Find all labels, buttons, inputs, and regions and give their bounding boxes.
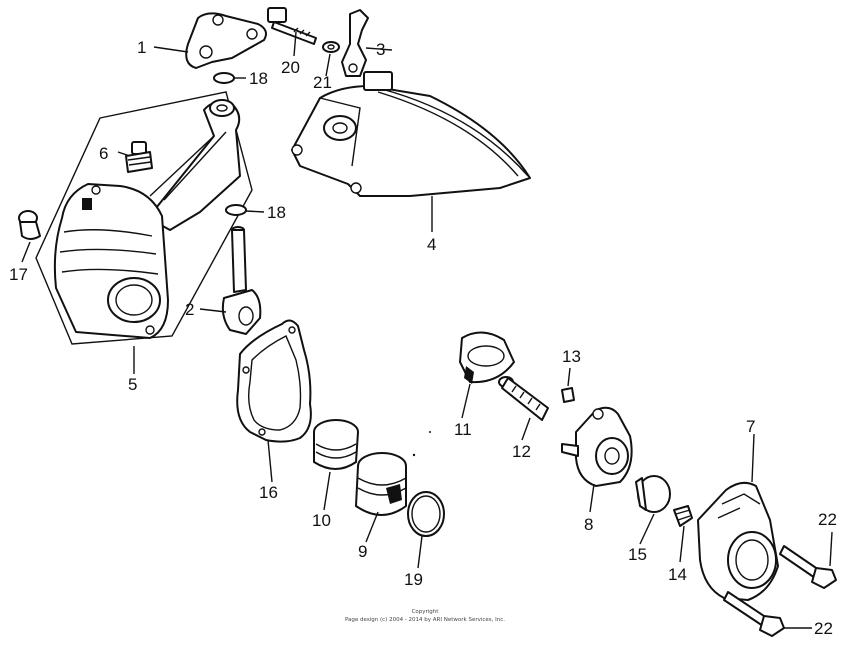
callout-5: 5 (128, 375, 137, 394)
part-17-plug (18, 210, 41, 240)
callout-22-lower: 22 (814, 619, 833, 638)
callout-15: 15 (628, 545, 647, 564)
callout-4: 4 (427, 235, 436, 254)
callout-21: 21 (313, 73, 332, 92)
callout-14: 14 (668, 565, 687, 584)
copyright-notice: Copyright Page design (c) 2004 - 2014 by… (345, 609, 505, 623)
callout-22-upper: 22 (818, 510, 837, 529)
stray-dot (429, 431, 431, 433)
part-5-housing (53, 99, 241, 339)
part-22-bolt-upper (779, 545, 837, 589)
part-19-seal-ring (407, 491, 445, 537)
callout-8: 8 (584, 515, 593, 534)
part-4-cover (291, 71, 531, 197)
callout-9: 9 (358, 542, 367, 561)
copyright-line-2: Page design (c) 2004 - 2014 by ARI Netwo… (345, 617, 505, 623)
part-22-bolt-lower (723, 591, 785, 637)
callout-17: 17 (9, 265, 28, 284)
callout-2: 2 (185, 300, 194, 319)
callout-7: 7 (746, 417, 755, 436)
part-1-bracket (185, 12, 267, 69)
part-14-bleeder (673, 505, 693, 527)
stray-dot (412, 453, 416, 457)
leader-lines (21, 31, 833, 629)
copyright-line-1: Copyright (412, 609, 440, 615)
callout-10: 10 (312, 511, 331, 530)
callout-12: 12 (512, 442, 531, 461)
callout-18-lower: 18 (267, 203, 286, 222)
callout-19: 19 (404, 570, 423, 589)
part-2-shaft (221, 226, 262, 335)
part-18-o-ring-lower (225, 204, 247, 216)
callout-1: 1 (137, 38, 146, 57)
part-6-fitting (125, 141, 153, 173)
part-21-washer (322, 41, 340, 53)
callout-16: 16 (259, 483, 278, 502)
part-9-piston (355, 452, 407, 516)
callout-11: 11 (454, 420, 472, 439)
part-16-gasket (236, 319, 312, 443)
callout-labels: 1 2 3 4 5 6 7 8 9 10 11 12 13 14 15 16 1… (9, 38, 837, 638)
part-7-caliper-bracket (697, 481, 779, 601)
part-12-pin (498, 376, 549, 421)
callout-6: 6 (99, 144, 108, 163)
callout-13: 13 (562, 347, 581, 366)
part-5-boundary (35, 91, 253, 345)
callout-18-upper: 18 (249, 69, 268, 88)
part-3-clip (341, 9, 369, 77)
part-8-caliper-body (561, 406, 633, 487)
part-18-o-ring-upper (213, 72, 235, 84)
callout-3: 3 (376, 40, 385, 59)
part-20-bolt (267, 7, 317, 45)
part-13-small-pin (561, 387, 575, 403)
part-10-piston-ring (313, 419, 359, 470)
part-15-cap (635, 475, 671, 513)
part-11-boot (459, 331, 515, 384)
callout-20: 20 (281, 58, 300, 77)
